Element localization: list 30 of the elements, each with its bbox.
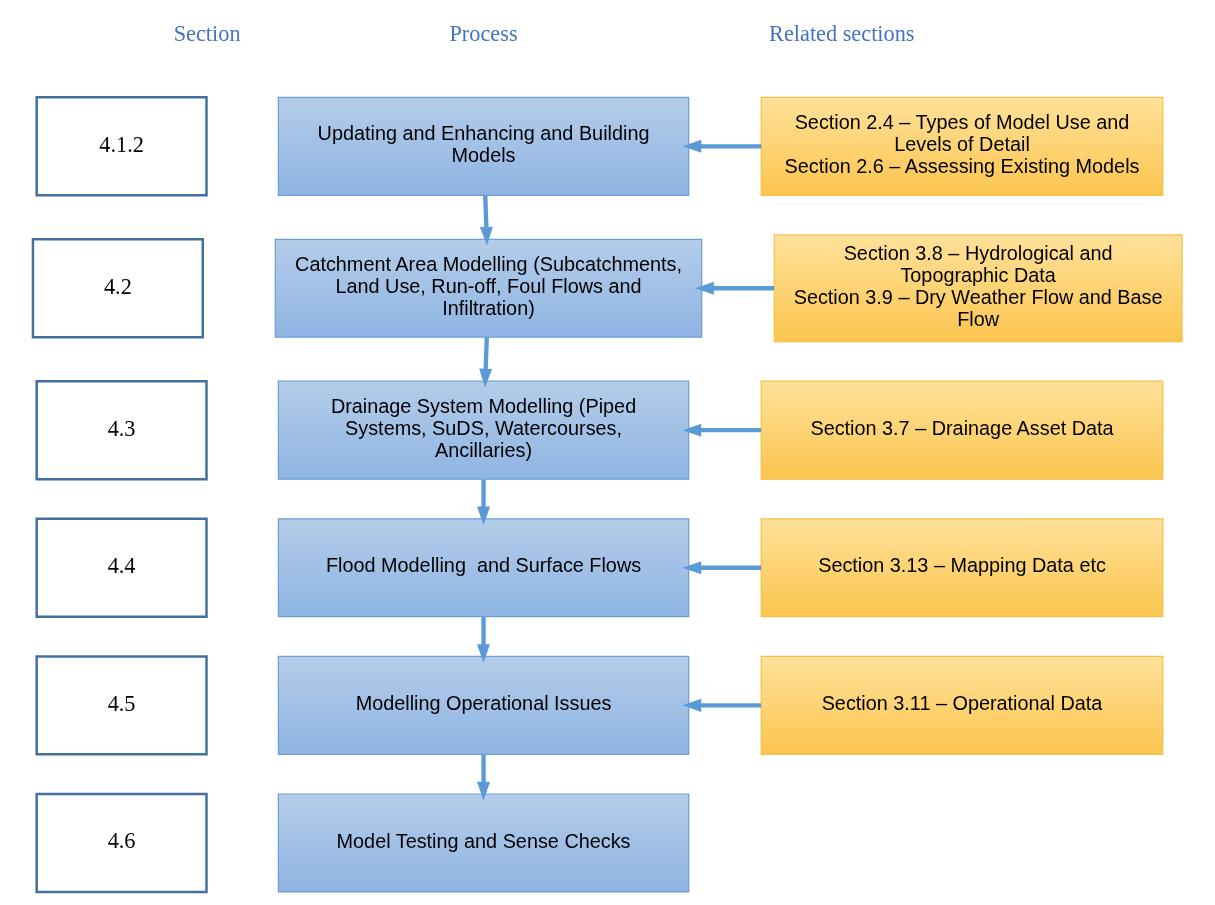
arrow	[479, 337, 493, 388]
node-box: Catchment Area Modelling (Subcatchments, Land Use, Run-off, Foul Flows and Infiltration)	[274, 238, 703, 338]
node-box: Section 3.7 – Drainage Asset Data	[760, 380, 1164, 480]
node-box: Section 2.4 – Types of Model Use and Levels of Detail Section 2.6 – Assessing Existing Models	[760, 96, 1164, 196]
node-box: Section 3.8 – Hydrological and Topographic Data Section 3.9 – Dry Weather Flow and Base Flow	[773, 234, 1183, 343]
node-box: 4.5	[35, 655, 208, 756]
node-box: Model Testing and Sense Checks	[277, 793, 690, 893]
node-box: 4.4	[35, 517, 208, 618]
arrow	[682, 561, 762, 575]
arrow	[479, 195, 493, 246]
node-box: 4.6	[35, 792, 208, 894]
arrow	[682, 139, 762, 153]
label: Process	[449, 20, 518, 46]
node-box: Modelling Operational Issues	[277, 655, 690, 755]
arrow	[477, 754, 491, 801]
label: Related sections	[769, 20, 915, 46]
arrow	[477, 479, 491, 526]
node-box: 4.3	[35, 380, 208, 481]
node-box: Section 3.13 – Mapping Data etc	[760, 518, 1164, 618]
node-box: Section 3.11 – Operational Data	[760, 655, 1164, 755]
arrow	[682, 423, 762, 437]
label: Section	[173, 20, 241, 46]
node-box: Updating and Enhancing and Building Models	[277, 96, 690, 196]
node-box: 4.1.2	[35, 96, 208, 197]
node-box: Drainage System Modelling (Piped Systems, SuDS, Watercourses, Ancillaries)	[277, 380, 690, 480]
arrow	[477, 617, 491, 663]
arrow	[695, 281, 775, 295]
arrow	[682, 698, 762, 712]
node-box: Flood Modelling and Surface Flows	[277, 518, 690, 618]
node-box: 4.2	[31, 238, 204, 339]
